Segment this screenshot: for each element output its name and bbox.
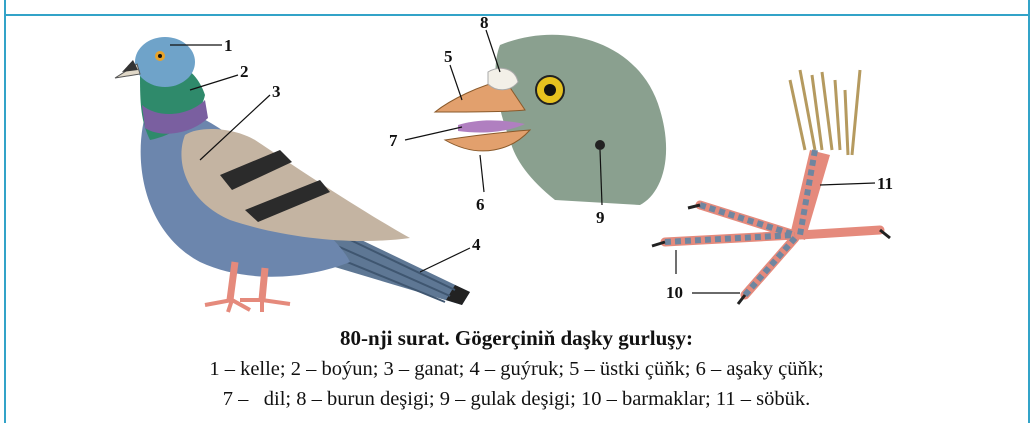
label-9: 9 — [596, 208, 605, 227]
closeup-head — [495, 35, 666, 205]
foot-feathers — [790, 70, 860, 155]
label-4: 4 — [472, 235, 481, 254]
label-6: 6 — [476, 195, 485, 214]
pigeon-pupil — [158, 54, 162, 58]
leader-line-8 — [486, 30, 500, 72]
closeup-ear-opening — [595, 140, 605, 150]
leader-line-5 — [450, 65, 462, 100]
pigeon-feet — [205, 300, 290, 312]
leader-line-6 — [480, 155, 484, 192]
pigeon-diagram: 1 2 3 4 5 6 7 8 9 — [0, 0, 1033, 330]
figure-caption-line-1: 1 – kelle; 2 – boýun; 3 – ganat; 4 – guý… — [0, 358, 1033, 381]
label-11: 11 — [877, 174, 893, 193]
label-8: 8 — [480, 13, 489, 32]
label-7: 7 — [389, 131, 398, 150]
label-5: 5 — [444, 47, 453, 66]
leader-line-11 — [820, 183, 875, 185]
figure-caption-title: 80-nji surat. Gögerçiniň daşky gurluşy: — [0, 326, 1033, 351]
leader-line-7 — [405, 127, 462, 140]
figure-caption-line-2: 7 – dil; 8 – burun deşigi; 9 – gulak deş… — [0, 388, 1033, 411]
pigeon-illustration: 1 2 3 4 — [115, 36, 481, 312]
closeup-pupil — [544, 84, 556, 96]
foot-claws — [652, 205, 890, 304]
label-10: 10 — [666, 283, 683, 302]
foot-toes — [665, 205, 880, 295]
label-1: 1 — [224, 36, 233, 55]
leader-line-4 — [420, 248, 470, 272]
label-3: 3 — [272, 82, 281, 101]
label-2: 2 — [240, 62, 249, 81]
foot-scales — [665, 150, 815, 295]
foot-closeup-illustration: 10 11 — [652, 70, 893, 304]
head-closeup-illustration: 5 6 7 8 9 — [389, 13, 666, 227]
